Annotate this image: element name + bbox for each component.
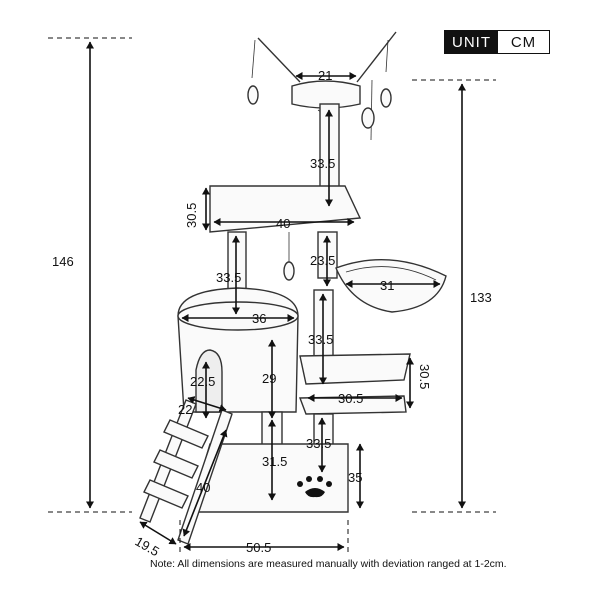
label-upper-platform-thickness: 30.5 xyxy=(184,203,199,228)
label-condo-height: 29 xyxy=(262,371,276,386)
label-condo-width: 36 xyxy=(252,311,266,326)
label-height-to-platform: 133 xyxy=(470,290,492,305)
unit-badge: UNIT CM xyxy=(444,30,550,54)
label-base-height: 35 xyxy=(348,470,362,485)
unit-value: CM xyxy=(510,33,537,51)
extension-lines xyxy=(48,37,496,552)
label-step-depth: 30.5 xyxy=(417,364,432,389)
label-right-post-upper: 23.5 xyxy=(310,253,335,268)
label-hammock-width: 31 xyxy=(380,278,394,293)
label-top-perch-width: 21 xyxy=(318,68,332,83)
label-right-post-lower: 33.5 xyxy=(306,436,331,451)
label-upper-platform-width: 40 xyxy=(276,216,290,231)
label-ladder-length: 40 xyxy=(196,480,210,495)
label-step-width: 30.5 xyxy=(338,391,363,406)
label-base-width: 50.5 xyxy=(246,540,271,555)
cat-tree-illustration xyxy=(139,31,447,545)
label-condo-door: 22.5 xyxy=(190,374,215,389)
label-top-post: 33.5 xyxy=(310,156,335,171)
label-ladder-top: 22 xyxy=(178,402,192,417)
label-base-post: 31.5 xyxy=(262,454,287,469)
label-right-post-middle: 33.5 xyxy=(308,332,333,347)
measurement-note: Note: All dimensions are measured manual… xyxy=(150,558,507,570)
dimension-arrows xyxy=(86,41,466,551)
label-condo-post: 33.5 xyxy=(216,270,241,285)
label-total-height: 146 xyxy=(52,254,74,269)
unit-label: UNIT xyxy=(445,31,498,53)
label-ladder-base: 19.5 xyxy=(133,534,162,560)
